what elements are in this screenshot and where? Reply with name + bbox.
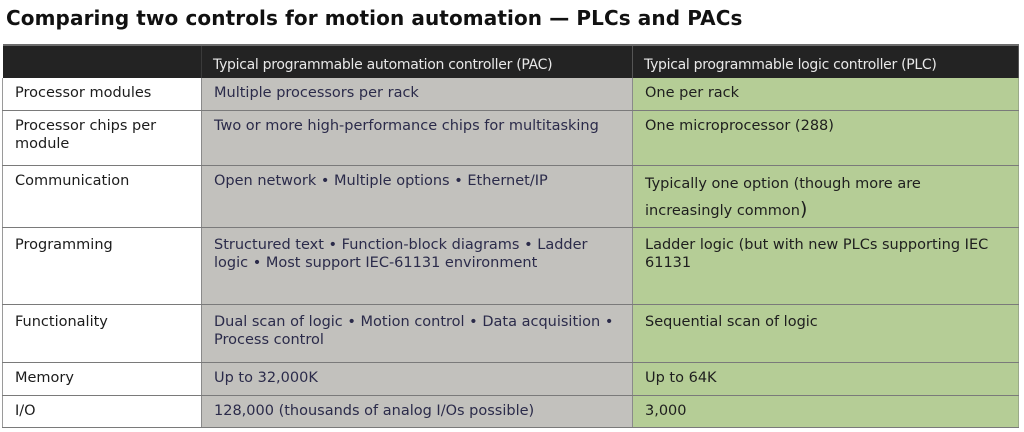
header-blank: [2, 44, 202, 78]
plc-cell: Ladder logic (but with new PLCs supporti…: [632, 227, 1019, 305]
row-label: Functionality: [2, 304, 202, 363]
table-row: I/O 128,000 (thousands of analog I/Os po…: [2, 395, 1019, 428]
pac-cell: Open network • Multiple options • Ethern…: [201, 165, 633, 228]
table-row: Communication Open network • Multiple op…: [2, 165, 1019, 228]
row-label: Memory: [2, 362, 202, 396]
row-label: Communication: [2, 165, 202, 228]
pac-cell: Two or more high-performance chips for m…: [201, 110, 633, 166]
table-row: Processor chips per module Two or more h…: [2, 110, 1019, 166]
pac-cell: 128,000 (thousands of analog I/Os possib…: [201, 395, 633, 428]
plc-cell: 3,000: [632, 395, 1019, 428]
table-header-row: Typical programmable automation controll…: [2, 44, 1019, 78]
row-label: Processor modules: [2, 78, 202, 111]
pac-cell: Dual scan of logic • Motion control • Da…: [201, 304, 633, 363]
table-row: Processor modules Multiple processors pe…: [2, 78, 1019, 111]
closing-paren: ): [800, 198, 808, 220]
table-row: Functionality Dual scan of logic • Motio…: [2, 304, 1019, 363]
plc-cell-text: Typically one option (though more are in…: [645, 176, 921, 219]
pac-cell: Up to 32,000K: [201, 362, 633, 396]
page-title: Comparing two controls for motion automa…: [6, 6, 743, 30]
plc-cell: Up to 64K: [632, 362, 1019, 396]
table-row: Programming Structured text • Function-b…: [2, 227, 1019, 305]
row-label: Processor chips per module: [2, 110, 202, 166]
pac-cell: Structured text • Function-block diagram…: [201, 227, 633, 305]
plc-cell: Typically one option (though more are in…: [632, 165, 1019, 228]
table-row: Memory Up to 32,000K Up to 64K: [2, 362, 1019, 396]
row-label: Programming: [2, 227, 202, 305]
comparison-table: Typical programmable automation controll…: [2, 44, 1019, 428]
plc-cell: Sequential scan of logic: [632, 304, 1019, 363]
header-pac: Typical programmable automation controll…: [201, 44, 633, 78]
header-plc: Typical programmable logic controller (P…: [632, 44, 1019, 78]
pac-cell: Multiple processors per rack: [201, 78, 633, 111]
plc-cell: One microprocessor (288): [632, 110, 1019, 166]
row-label: I/O: [2, 395, 202, 428]
plc-cell: One per rack: [632, 78, 1019, 111]
